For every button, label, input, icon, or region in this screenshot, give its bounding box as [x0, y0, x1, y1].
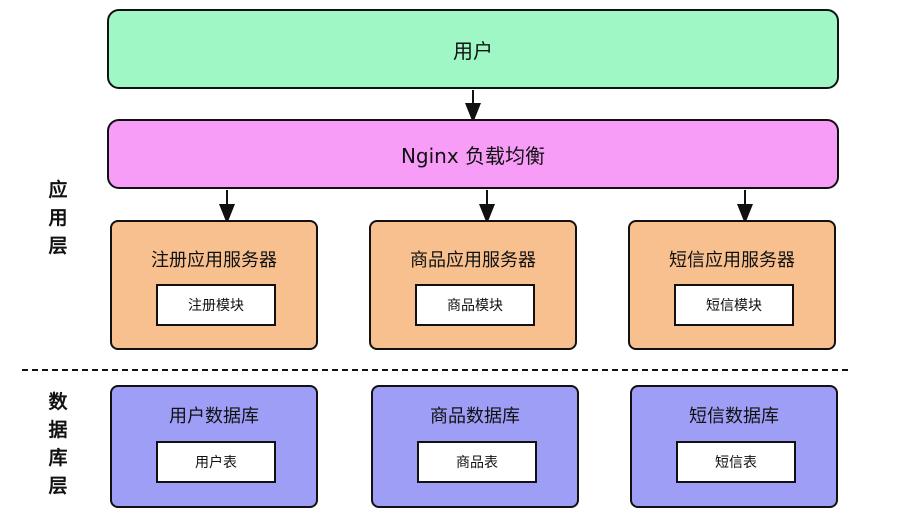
product-server-title: 商品应用服务器	[410, 250, 536, 271]
app-layer-text: 应 用 层	[48, 179, 68, 257]
db-layer-label: 数 据 库 层	[44, 388, 72, 500]
db-layer-text: 数 据 库 层	[48, 391, 68, 497]
nginx-load-balancer-box: Nginx 负载均衡	[107, 119, 839, 189]
product-server-box: 商品应用服务器 商品模块	[369, 220, 577, 350]
product-module-box: 商品模块	[415, 284, 535, 326]
product-database-title: 商品数据库	[430, 406, 520, 427]
sms-server-box: 短信应用服务器 短信模块	[628, 220, 836, 350]
nginx-label: Nginx 负载均衡	[400, 143, 546, 168]
user-label: 用户	[453, 38, 493, 63]
app-layer-label: 应 用 层	[44, 176, 72, 260]
product-table-box: 商品表	[417, 441, 537, 483]
register-server-title: 注册应用服务器	[151, 250, 277, 271]
layer-divider	[22, 369, 848, 371]
sms-module-box: 短信模块	[674, 284, 794, 326]
sms-database-title: 短信数据库	[689, 406, 779, 427]
register-server-box: 注册应用服务器 注册模块	[110, 220, 318, 350]
sms-table-box: 短信表	[676, 441, 796, 483]
user-box: 用户	[107, 9, 839, 89]
product-database-box: 商品数据库 商品表	[371, 385, 579, 508]
user-database-title: 用户数据库	[169, 406, 259, 427]
user-table-box: 用户表	[156, 441, 276, 483]
sms-server-title: 短信应用服务器	[669, 250, 795, 271]
sms-database-box: 短信数据库 短信表	[630, 385, 838, 508]
user-database-box: 用户数据库 用户表	[110, 385, 318, 508]
register-module-box: 注册模块	[156, 284, 276, 326]
